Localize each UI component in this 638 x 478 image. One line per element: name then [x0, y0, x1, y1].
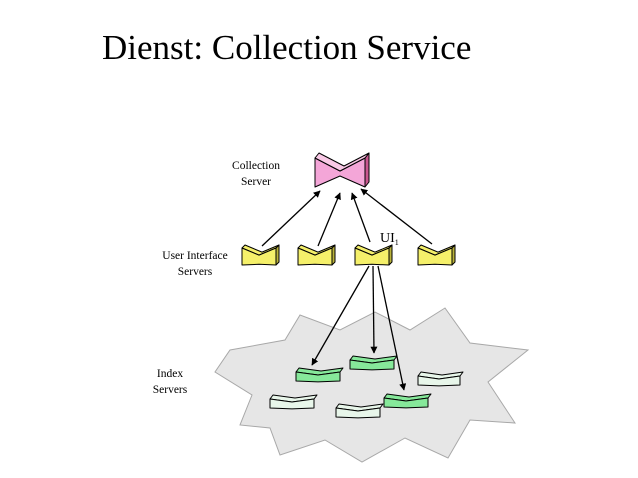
slide-title: Dienst: Collection Service — [102, 28, 472, 67]
index-server-4-front — [269, 398, 315, 410]
ui-to-collection-arrows — [261, 188, 433, 247]
ui-server-2 — [297, 244, 336, 266]
index-server-5 — [383, 393, 432, 409]
ui-server-1 — [241, 244, 280, 266]
index-server-5-front — [383, 397, 429, 409]
ui-server-2-face — [297, 247, 333, 266]
index-server-cluster-starburst — [214, 307, 530, 463]
index-servers-label-line-1: Index — [156, 368, 184, 380]
index-servers-label-line-2: Servers — [152, 384, 188, 396]
ui-to-collection-arrow-2 — [317, 192, 341, 247]
ui-to-collection-arrow-4 — [360, 188, 433, 245]
ui1-to-index-arrow-3 — [377, 265, 407, 391]
collection-server-label-line-1: Collection — [232, 160, 280, 172]
ui-server-1-face — [241, 247, 277, 266]
collection-server-block-top — [314, 152, 370, 172]
ui-server-4 — [417, 244, 456, 266]
collection-server-block-shadow — [364, 152, 370, 188]
ui-to-collection-arrow-3 — [350, 192, 371, 243]
index-server-1-front — [349, 359, 395, 371]
index-servers-label: Index Servers — [140, 366, 200, 398]
ui-server-4-face — [417, 247, 453, 266]
ui1-label-text: UI — [380, 231, 395, 246]
ui1-label: UI1 — [380, 231, 399, 247]
ui-servers-label-line-1: User Interface — [162, 250, 228, 262]
ui1-label-subscript: 1 — [394, 238, 399, 247]
index-server-6-front — [335, 407, 381, 419]
ui1-to-index-arrows — [311, 265, 407, 391]
index-server-2 — [295, 367, 344, 383]
collection-server-label: Collection Server — [216, 158, 296, 190]
ui1-to-index-arrow-1 — [311, 265, 370, 366]
index-server-2-front — [295, 371, 341, 383]
ui-server-group — [241, 244, 456, 266]
ui-servers-label: User Interface Servers — [140, 248, 250, 280]
ui-to-collection-arrow-1 — [261, 190, 321, 247]
index-server-4 — [269, 394, 318, 410]
ui-servers-label-line-2: Servers — [177, 266, 213, 278]
collection-server-label-line-2: Server — [240, 176, 271, 188]
index-server-3-front — [417, 375, 461, 387]
collection-server-node — [314, 152, 370, 188]
ui1-to-index-arrow-2 — [370, 265, 378, 354]
ui-server-3 — [354, 244, 393, 266]
index-server-6 — [335, 403, 384, 419]
ui-server-3-face — [354, 247, 390, 266]
index-server-3 — [417, 371, 464, 387]
